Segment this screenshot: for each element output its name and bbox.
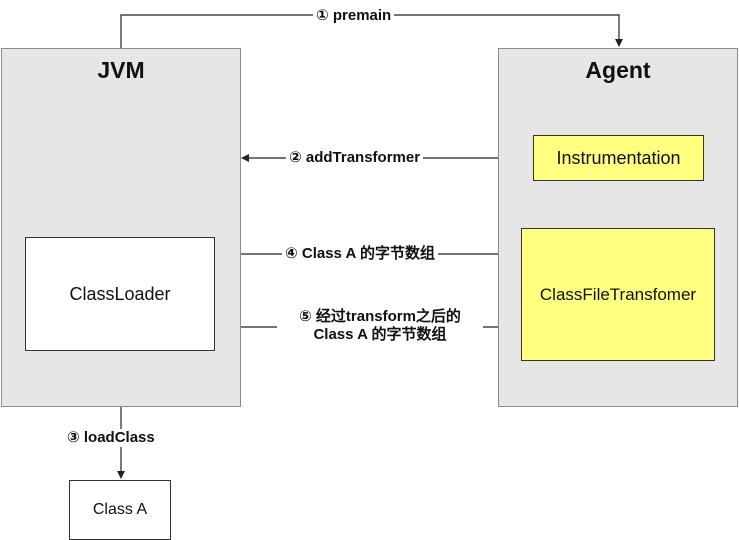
transformed-bytes-line1: ⑤ 经过transform之后的 [299, 308, 461, 325]
class-a-bytes-label: ④ Class A 的字节数组 [282, 245, 438, 263]
add-transformer-label: ② addTransformer [286, 149, 424, 167]
instrumentation-box: Instrumentation [533, 135, 704, 181]
jvm-panel: JVM [1, 48, 241, 407]
transformed-bytes-label: ⑤ 经过transform之后的 Class A 的字节数组 [277, 308, 483, 344]
class-a-label: Class A [92, 501, 148, 518]
transformed-bytes-line2: Class A 的字节数组 [313, 326, 447, 343]
load-class-label: ③ loadClass [64, 429, 158, 447]
instrumentation-label: Instrumentation [556, 147, 681, 168]
jvm-title: JVM [97, 57, 145, 83]
classloader-box: ClassLoader [25, 237, 215, 351]
transformer-label: ClassFileTransfomer [539, 284, 697, 304]
class-a-box: Class A [69, 480, 171, 540]
premain-label: ① premain [313, 7, 395, 25]
transformer-box: ClassFileTransfomer [521, 228, 715, 361]
classloader-label: ClassLoader [69, 283, 171, 304]
agent-title: Agent [585, 57, 651, 83]
